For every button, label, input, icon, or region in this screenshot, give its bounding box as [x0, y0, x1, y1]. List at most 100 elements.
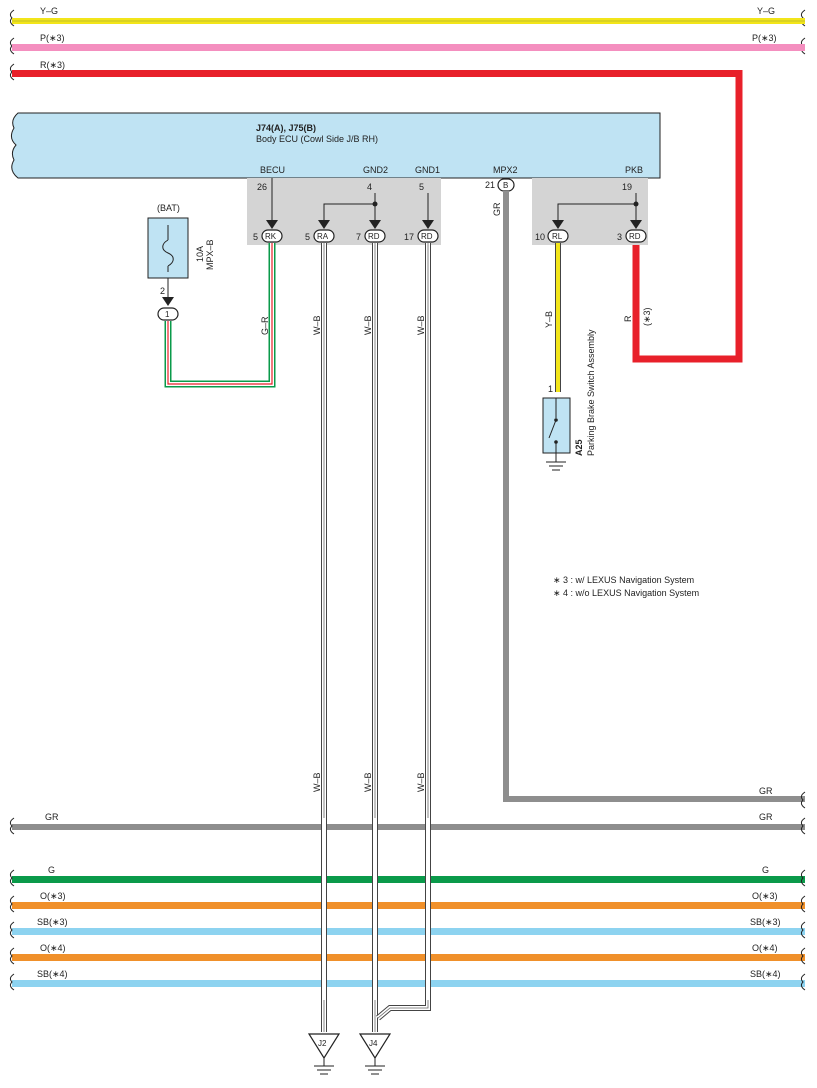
- bus-gr-wire: [12, 824, 805, 830]
- bus-sb4: SB(∗4) SB(∗4): [9, 969, 806, 991]
- junction-connector: [157, 307, 179, 321]
- pin-mpx2: 21: [485, 180, 495, 190]
- wire-gr-mpx2: [503, 191, 805, 802]
- fuse-mpx-b: (BAT) 10A MPX–B 2 1: [147, 203, 215, 321]
- connector-oval: [625, 229, 647, 243]
- fuse-name: MPX–B: [205, 239, 215, 270]
- wire-break-mark: [800, 817, 806, 835]
- connector-mpx2-b: B: [497, 178, 515, 192]
- fuse-arrow: [162, 297, 174, 306]
- ground-point-icon: [358, 1033, 392, 1060]
- bus-p3-wire: [12, 44, 805, 51]
- wire-break-mark: [800, 973, 806, 991]
- bus-yg: Y–G Y–G: [9, 6, 806, 27]
- wire-break-mark: [800, 921, 806, 939]
- ecu-internal-wiring: [271, 178, 637, 225]
- pin-becu: 26: [257, 182, 267, 192]
- parking-brake-switch: 1 A25 Parking Brake Switch Assembly: [542, 329, 596, 471]
- bus-g-label-right: G: [762, 865, 769, 875]
- terminal-becu-name: BECU: [260, 165, 285, 175]
- wire-break-mark: [9, 947, 15, 965]
- connector-oval: [547, 229, 569, 243]
- bus-o4-wire: [12, 954, 805, 961]
- fuse-icon: [162, 239, 174, 267]
- junction-label: 1: [165, 310, 170, 319]
- ecu-subtitle: Body ECU (Cowl Side J/B RH): [256, 134, 378, 144]
- pin-gnd2: 4: [367, 182, 372, 192]
- note-3: ∗ 3 : w/ LEXUS Navigation System: [553, 575, 694, 585]
- pin-gnd1: 5: [419, 182, 424, 192]
- connector-oval: [261, 229, 283, 243]
- bus-g-wire: [12, 876, 805, 883]
- bus-gr-label-right: GR: [759, 812, 773, 822]
- ecu-outline: [10, 112, 661, 179]
- connector-rd-pkb: 3 RD: [617, 229, 647, 243]
- bus-o4-label-left: O(∗4): [40, 943, 66, 953]
- connector-ra-label: RA: [317, 232, 329, 241]
- connector-rd-gnd2: 7 RD: [356, 229, 386, 243]
- wire-break-mark: [9, 973, 15, 991]
- bus-o4: O(∗4) O(∗4): [9, 943, 806, 965]
- bus-sb4-label-left: SB(∗4): [37, 969, 68, 979]
- wire-break-mark: [800, 947, 806, 965]
- bus-r3-wire: [12, 70, 743, 363]
- bus-gr-upper-label-right: GR: [759, 786, 773, 796]
- wire-y-b-label: Y–B: [544, 311, 554, 328]
- bus-r3: R(∗3): [9, 60, 743, 363]
- wire-break-mark: [800, 869, 806, 887]
- splice-dot: [633, 201, 639, 207]
- connector-rd-gnd1-label: RD: [421, 232, 433, 241]
- connector-ra-pin: 5: [305, 232, 310, 242]
- body-ecu: J74(A), J75(B) Body ECU (Cowl Side J/B R…: [10, 112, 661, 179]
- bus-g: G G: [9, 865, 806, 887]
- connector-ra: 5 RA: [305, 229, 335, 243]
- connector-rd-gnd1-pin: 17: [404, 232, 414, 242]
- connector-rd-gnd2-label: RD: [368, 232, 380, 241]
- wire-break-mark: [9, 817, 15, 835]
- bus-sb3: SB(∗3) SB(∗3): [9, 917, 806, 939]
- wire-break-mark: [9, 921, 15, 939]
- wire-w-b-crossings: [321, 818, 431, 1000]
- connector-mpx2-label: B: [503, 181, 508, 190]
- switch-lever-icon: [548, 419, 557, 439]
- wire-gr-label: GR: [492, 202, 502, 216]
- bus-sb3-label-left: SB(∗3): [37, 917, 68, 927]
- bus-p3-label-right: P(∗3): [752, 33, 777, 43]
- connector-rk-label: RK: [265, 232, 277, 241]
- connector-rd-pkb-pin: 3: [617, 232, 622, 242]
- wire-break-mark: [800, 895, 806, 913]
- wire-w-b-label: W–B: [312, 772, 322, 792]
- terminal-gnd2-name: GND2: [363, 165, 388, 175]
- connector-rl-label: RL: [552, 232, 563, 241]
- ground-j2-label: J2: [318, 1039, 327, 1048]
- connector-oval: [364, 229, 386, 243]
- switch-pin: 1: [548, 384, 553, 394]
- wire-r-note: (∗3): [642, 307, 652, 326]
- bus-sb3-label-right: SB(∗3): [750, 917, 781, 927]
- bus-o3-label-right: O(∗3): [752, 891, 778, 901]
- ecu-title: J74(A), J75(B): [256, 123, 316, 133]
- wire-g-r-label: G–R: [260, 316, 270, 335]
- ground-j2: J2: [307, 1033, 341, 1075]
- wire-w-b-label: W–B: [363, 772, 373, 792]
- connector-oval: [313, 229, 335, 243]
- pin-pkb: 19: [622, 182, 632, 192]
- switch-code: A25: [574, 439, 584, 456]
- terminal-gnd1-name: GND1: [415, 165, 440, 175]
- connector-rl-pin: 10: [535, 232, 545, 242]
- bus-gr: GR GR: [9, 812, 806, 835]
- connector-rd-gnd2-pin: 7: [356, 232, 361, 242]
- connector-rd-gnd1: 17 RD: [404, 229, 439, 243]
- connector-oval: [417, 229, 439, 243]
- bus-o3: O(∗3) O(∗3): [9, 891, 806, 913]
- terminal-arrows: [266, 220, 642, 229]
- bus-o3-wire: [12, 902, 805, 909]
- note-4: ∗ 4 : w/o LEXUS Navigation System: [553, 588, 699, 598]
- bus-g-label-left: G: [48, 865, 55, 875]
- wire-w-b-label: W–B: [312, 315, 322, 335]
- wire-w-b-label: W–B: [363, 315, 373, 335]
- bus-p3: P(∗3) P(∗3): [9, 33, 806, 55]
- bus-p3-label-left: P(∗3): [40, 33, 65, 43]
- bus-yg-label-right: Y–G: [757, 6, 775, 16]
- bus-o4-label-right: O(∗4): [752, 943, 778, 953]
